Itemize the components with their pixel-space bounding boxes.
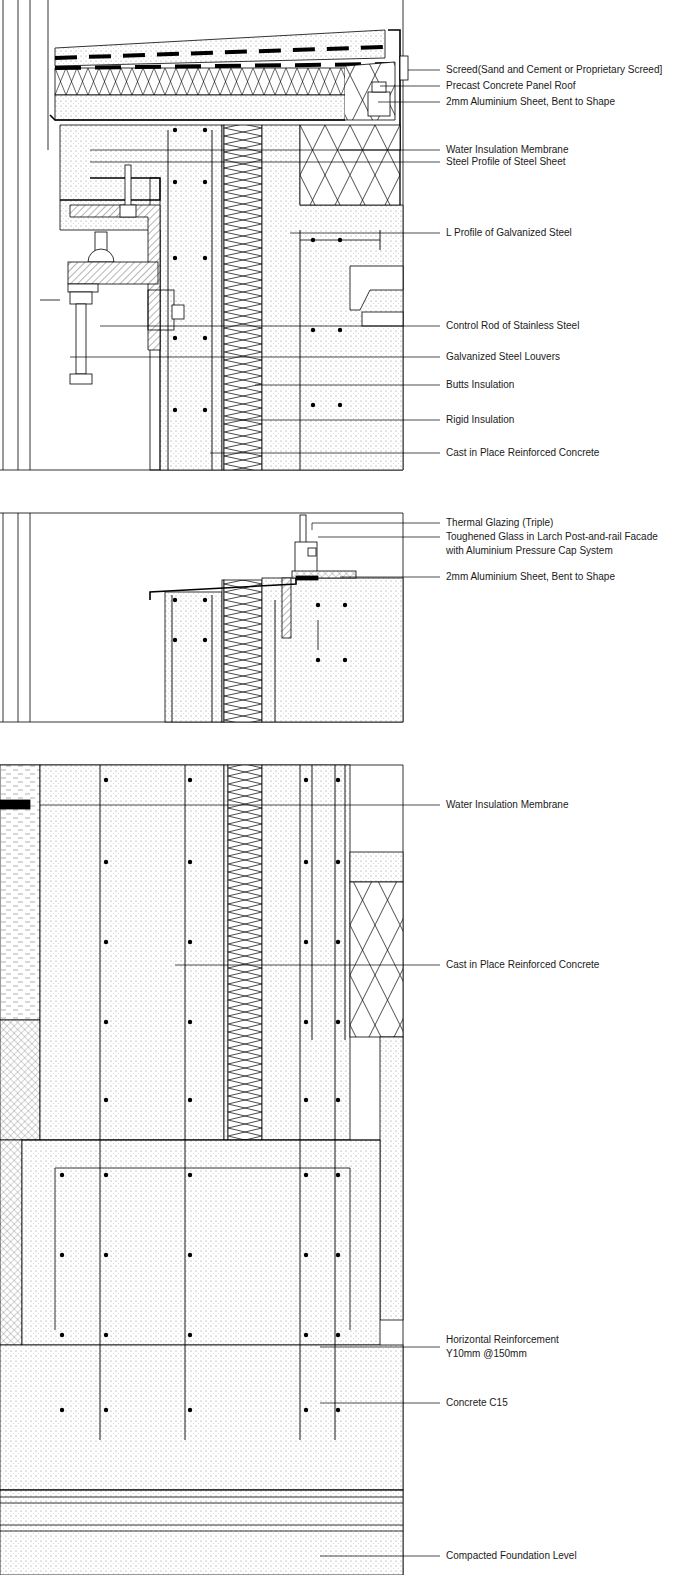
rebar-dot: [311, 328, 315, 332]
rebar-dot: [304, 1253, 308, 1257]
rebar-lines: [100, 130, 380, 1440]
rebar-dot: [336, 1173, 340, 1177]
rebar-dot: [188, 1098, 192, 1102]
rebar-dot: [104, 860, 108, 864]
callout-label: Compacted Foundation Level: [445, 1549, 578, 1563]
rebar-dot: [173, 336, 177, 340]
rebar-dot: [104, 778, 108, 782]
rebar-dot: [336, 1098, 340, 1102]
callout-label: 2mm Aluminium Sheet, Bent to Shape: [445, 570, 616, 584]
rebar-dot: [188, 1333, 192, 1337]
rebar-dot: [60, 1173, 64, 1177]
callout-label: Cast in Place Reinforced Concrete: [445, 958, 600, 972]
rebar-dot: [203, 256, 207, 260]
rebar-dot: [316, 658, 320, 662]
glazing-sill-detail: [0, 513, 403, 722]
callout-label: Control Rod of Stainless Steel: [445, 319, 580, 333]
rebar-dot: [188, 860, 192, 864]
rebar-dot: [316, 603, 320, 607]
callout-label: Rigid Insulation: [445, 413, 515, 427]
callout-label: Water Insulation Membrane: [445, 798, 569, 812]
rebar-dot: [336, 1333, 340, 1337]
rebar-dot: [338, 403, 342, 407]
leader-lines: [40, 70, 440, 1556]
rebar-dot: [304, 1098, 308, 1102]
rebar-dot: [304, 1020, 308, 1024]
callout-label: Cast in Place Reinforced Concrete: [445, 446, 600, 460]
rebar-dot: [104, 1253, 108, 1257]
rebar-dots: [60, 128, 347, 1412]
rebar-dot: [104, 1408, 108, 1412]
foundation-detail: [0, 765, 403, 1575]
callout-label: Horizontal Reinforcement Y10mm @150mm: [445, 1333, 577, 1361]
rebar-dot: [343, 603, 347, 607]
rebar-dot: [304, 940, 308, 944]
callout-label: L Profile of Galvanized Steel: [445, 226, 573, 240]
callout-label: Galvanized Steel Louvers: [445, 350, 561, 364]
rebar-dot: [173, 638, 177, 642]
rebar-dot: [304, 1333, 308, 1337]
callout-label: Precast Concrete Panel Roof: [445, 79, 577, 93]
callout-label: Toughened Glass in Larch Post-and-rail F…: [445, 530, 677, 558]
roof-wall-detail: [0, 0, 408, 470]
callout-label: Butts Insulation: [445, 378, 515, 392]
rebar-dot: [304, 860, 308, 864]
rebar-dot: [188, 1020, 192, 1024]
rebar-dot: [304, 778, 308, 782]
callout-label: Screed(Sand and Cement or Proprietary Sc…: [445, 63, 663, 77]
callout-label: 2mm Aluminium Sheet, Bent to Shape: [445, 95, 616, 109]
rebar-dot: [203, 180, 207, 184]
rebar-dot: [311, 238, 315, 242]
rebar-dot: [203, 336, 207, 340]
callout-label: Steel Profile of Steel Sheet: [445, 155, 567, 169]
rebar-dot: [343, 658, 347, 662]
rebar-dot: [188, 1173, 192, 1177]
rebar-dot: [173, 256, 177, 260]
rebar-dot: [338, 328, 342, 332]
rebar-dot: [304, 1408, 308, 1412]
rebar-dot: [104, 1098, 108, 1102]
rebar-dot: [336, 860, 340, 864]
rebar-dot: [173, 180, 177, 184]
rebar-dot: [173, 598, 177, 602]
rebar-dot: [336, 1408, 340, 1412]
rebar-dot: [188, 940, 192, 944]
rebar-dot: [60, 1253, 64, 1257]
rebar-dot: [203, 598, 207, 602]
rebar-dot: [173, 128, 177, 132]
rebar-dot: [104, 940, 108, 944]
rebar-dot: [304, 1173, 308, 1177]
rebar-dot: [188, 1253, 192, 1257]
callout-label: Thermal Glazing (Triple): [445, 516, 554, 530]
rebar-dot: [203, 638, 207, 642]
rebar-dot: [104, 1333, 108, 1337]
rebar-dot: [188, 1408, 192, 1412]
rebar-dot: [60, 1333, 64, 1337]
rebar-dot: [338, 238, 342, 242]
callout-label: Concrete C15: [445, 1396, 509, 1410]
rebar-dot: [104, 1173, 108, 1177]
rebar-dot: [188, 778, 192, 782]
rebar-dot: [203, 408, 207, 412]
rebar-dot: [336, 940, 340, 944]
rebar-dot: [60, 1408, 64, 1412]
rebar-dot: [203, 128, 207, 132]
rebar-dot: [104, 1020, 108, 1024]
rebar-dot: [336, 1253, 340, 1257]
rebar-dot: [311, 403, 315, 407]
rebar-dot: [336, 778, 340, 782]
rebar-dot: [173, 408, 177, 412]
rebar-dot: [336, 1020, 340, 1024]
